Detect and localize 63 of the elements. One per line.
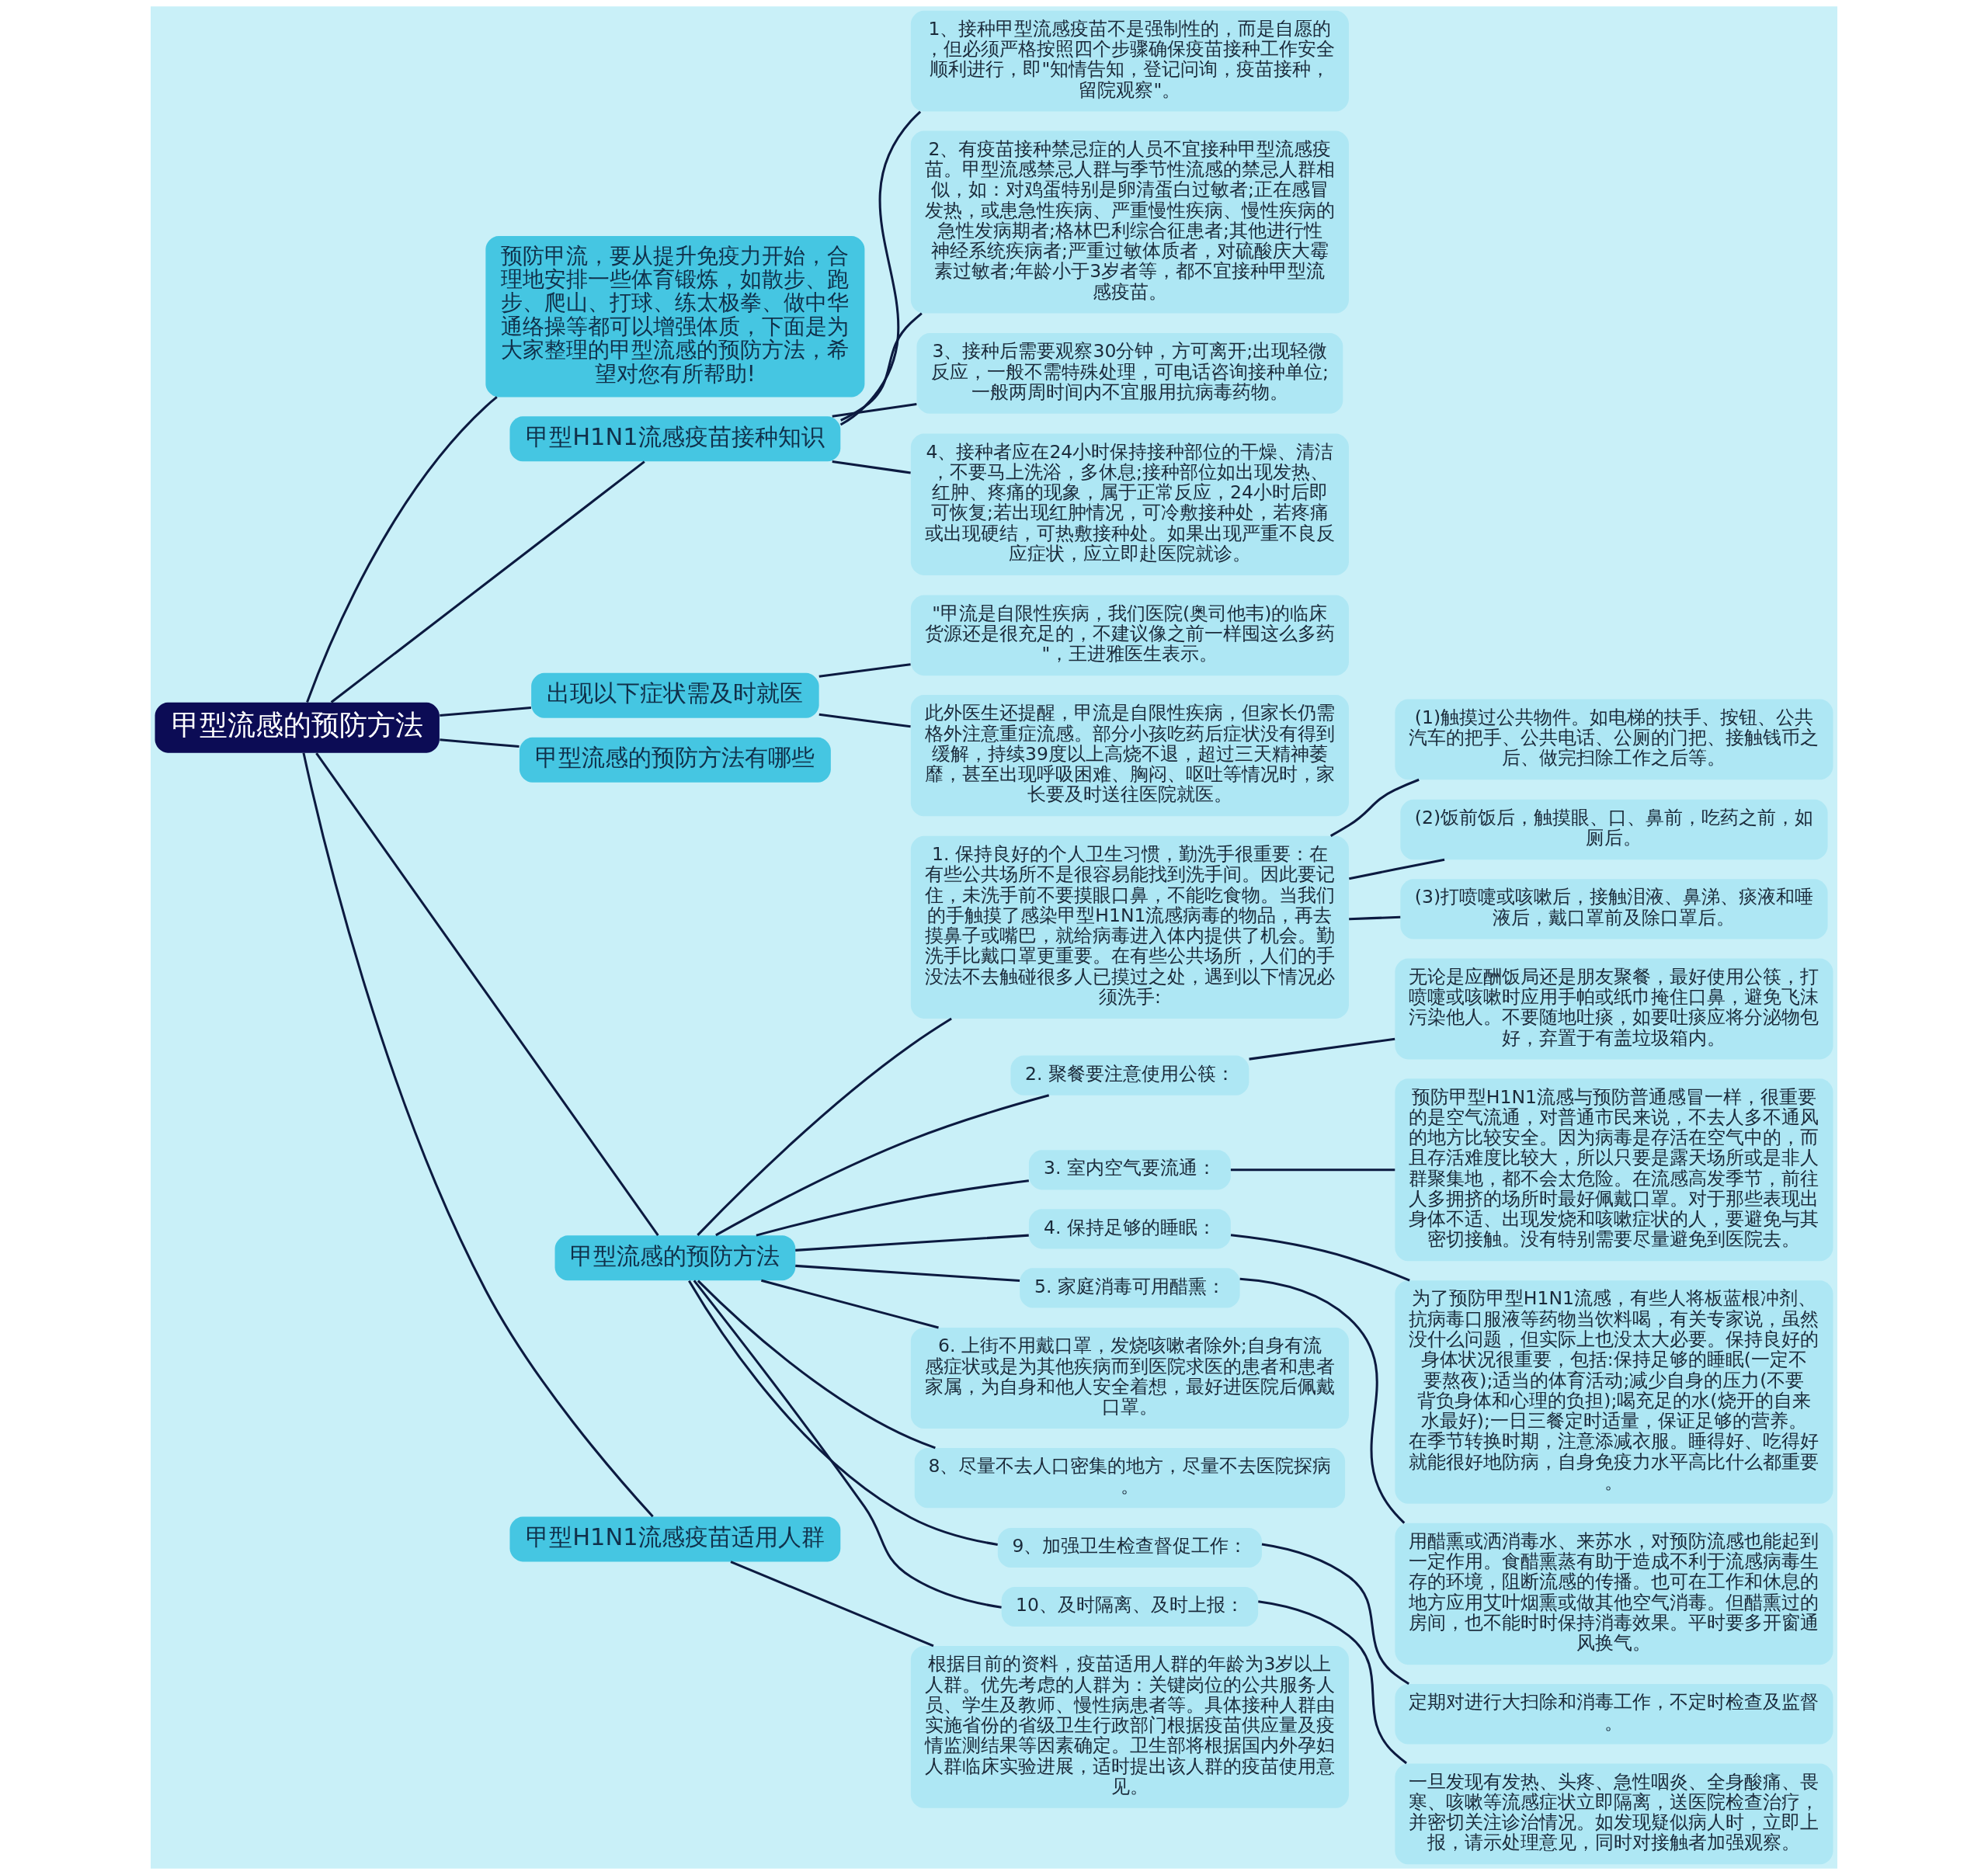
node-box: 3、接种后需要观察30分钟，方可离开;出现轻微反应，一般不需特殊处理，可电话咨询接种单位;一般两周时间内不宜服用抗病毒药物。 [916, 333, 1343, 414]
connector [760, 1279, 939, 1329]
connector [730, 1561, 934, 1648]
connector [440, 707, 532, 717]
node-box: 2、有疫苗接种禁忌症的人员不宜接种甲型流感疫苗。甲型流感禁忌人群与季节性流感的禁忌人群相似，如：对鸡蛋特别是卵清蛋白过敏者;正在感冒发热，或患急性疾病、严重慢性疾病、慢性疾病的急性发病期者;格林巴利综合征患者;其他进行性神经系统疾病者;严重过敏体质者，对硫酸庆大霉素过敏者;年龄小于3岁者等，都不宜接种甲型流感疫苗。 [910, 130, 1349, 314]
node-box: "甲流是自限性疾病，我们医院(奥司他韦)的临床货源还是很充足的，不建议像之前一样囤这么多药"，王进雅医生表示。 [910, 595, 1349, 676]
node-box: 甲型流感的预防方法 [554, 1235, 796, 1281]
connector [715, 1094, 1050, 1237]
connector [756, 1179, 1029, 1237]
connector [688, 1280, 998, 1546]
connector [1349, 915, 1401, 921]
node-box: (1)触摸过公共物件。如电梯的扶手、按钮、公共汽车的把手、公共电话、公厕的门把、接触钱币之后、做完扫除工作之后等。 [1395, 699, 1833, 780]
node-box: 定期对进行大扫除和消毒工作，不定时检查及监督。 [1395, 1684, 1833, 1745]
connector [1261, 1543, 1409, 1686]
connector [832, 460, 911, 474]
node-box: 3. 室内空气要流通： [1028, 1150, 1231, 1190]
connector [1329, 778, 1420, 837]
node-box: 出现以下症状需及时就医 [531, 672, 819, 718]
node-box: 1. 保持良好的个人卫生习惯，勤洗手很重要：在有些公共场所不是很容易能找到洗手间。因此要记住，未洗手前不要摸眼口鼻，不能吃食物。当我们的手触摸了感染甲型H1N1流感病毒的物品，再去摸鼻子或嘴巴，就给病毒进入体内提供了机会。勤洗手比戴口罩更重要。在有些公共场所，人们的手没法不去触碰很多人已摸过之处，遇到以下情况必须洗手: [910, 835, 1349, 1019]
node-box: 甲型H1N1流感疫苗适用人群 [509, 1516, 841, 1562]
node-box: 5. 家庭消毒可用醋熏： [1020, 1268, 1240, 1308]
connector [1239, 1277, 1406, 1524]
node-box: 甲型流感的预防方法有哪些 [519, 737, 831, 783]
connector [1258, 1600, 1407, 1765]
node-box: 预防甲流，要从提升免疫力开始，合理地安排一些体育锻炼，如散步、跑步、爬山、打球、练太极拳、做中华通络操等都可以增强体质，下面是为大家整理的甲型流感的预防方法，希望对您有所帮助! [485, 236, 865, 398]
node-box: 10、及时隔离、及时上报： [1001, 1586, 1259, 1627]
node-box: (3)打喷嚏或咳嗽后，接触泪液、鼻涕、痰液和唾液后，戴口罩前及除口罩后。 [1400, 879, 1828, 939]
node-box: 预防甲型H1N1流感与预防普通感冒一样，很重要的是空气流通，对普通市民来说，不去人多不通风的地方比较安全。因为病毒是存活在空气中的，而且存活难度比较大，所以只要是露天场所或是非人群聚集地，都不会太危险。在流感高发季节，前往人多拥挤的场所时最好佩戴口罩。对于那些表现出身体不适、出现发烧和咳嗽症状的人，要避免与其密切接触。没有特别需要尽量避免到医院去。 [1395, 1078, 1833, 1262]
node-box: 4. 保持足够的睡眠： [1028, 1209, 1231, 1249]
node-box: 2. 聚餐要注意使用公筷： [1010, 1055, 1249, 1095]
connector [1348, 858, 1445, 880]
node-box: (2)饭前饭后，触摸眼、口、鼻前，吃药之前，如厕后。 [1400, 799, 1828, 860]
node-box: 8、尽量不去人口密集的地方，尽量不去医院探病。 [914, 1447, 1346, 1509]
node-box: 甲型H1N1流感疫苗接种知识 [509, 416, 841, 462]
connector [1249, 1037, 1395, 1061]
connector [795, 1234, 1029, 1252]
connector [693, 1280, 1002, 1609]
connector [840, 312, 923, 422]
node-box: 此外医生还提醒，甲流是自限性疾病，但家长仍需格外注意重症流感。部分小孩吃药后症状没有得到缓解，持续39度以上高烧不退，超过三天精神萎靡，甚至出现呼吸困难、胸闷、呕吐等情况时，家长要及时送往医院就医。 [910, 695, 1349, 817]
node-box: 为了预防甲型H1N1流感，有些人将板蓝根冲剂、抗病毒口服液等药物当饮料喝，有关专家说，虽然没什么问题，但实际上也没太大必要。保持良好的身体状况很重要，包括:保持足够的睡眠(一定不要熬夜);适当的体育活动;减少自身的压力(不要背负身体和心理的负担);喝充足的水(烧开的自来水最好);一日三餐定时适量，保证足够的营养。在季节转换时期，注意添减衣服。睡得好、吃得好就能很好地防病，自身免疫力水平高比什么都重要。 [1395, 1280, 1833, 1504]
connector [795, 1264, 1020, 1283]
connector [839, 110, 922, 426]
connector [697, 1017, 952, 1236]
node-box: 无论是应酬饭局还是朋友聚餐，最好使用公筷，打喷嚏或咳嗽时应用手帕或纸巾掩住口鼻，避免飞沫污染他人。不要随地吐痰，如要吐痰应将分泌物包好，弃置于有盖垃圾箱内。 [1395, 958, 1833, 1060]
connector [832, 403, 917, 418]
node-box: 9、加强卫生检查督促工作： [997, 1527, 1262, 1568]
node-box: 甲型流感的预防方法 [155, 702, 440, 753]
connector [818, 713, 911, 728]
connector [330, 460, 645, 703]
connector [302, 752, 654, 1518]
node-box: 4、接种者应在24小时保持接种部位的干燥、清洁，不要马上洗浴，多休息;接种部位如出现发热、红肿、疼痛的现象，属于正常反应，24小时后即可恢复;若出现红肿情况，可冷敷接种处，若疼痛或出现硬结，可热敷接种处。如果出现严重不良反应症状，应立即赴医院就诊。 [910, 433, 1349, 575]
connector [1230, 1234, 1410, 1282]
connector [818, 663, 911, 678]
connector [315, 752, 659, 1236]
connector [306, 396, 498, 703]
node-box: 一旦发现有发热、头疼、急性咽炎、全身酸痛、畏寒、咳嗽等流感症状立即隔离，送医院检查治疗，并密切关注诊治情况。如发现疑似病人时，立即上报，请示处理意见，同时对接触者加强观察。 [1395, 1763, 1833, 1865]
node-box: 6. 上街不用戴口罩，发烧咳嗽者除外;自身有流感症状或是为其他疾病而到医院求医的患者和患者家属，为自身和他人安全着想，最好进医院后佩戴口罩。 [910, 1328, 1349, 1429]
node-box: 用醋熏或洒消毒水、来苏水，对预防流感也能起到一定作用。食醋熏蒸有助于造成不利于流感病毒生存的环境，阻断流感的传播。也可在工作和休息的地方应用艾叶烟熏或做其他空气消毒。但醋熏过的房间，也不能时时保持消毒效果。平时要多开窗通风换气。 [1395, 1523, 1833, 1665]
node-box: 根据目前的资料，疫苗适用人群的年龄为3岁以上人群。优先考虑的人群为：关键岗位的公共服务人员、学生及教师、慢性病患者等。具体接种人群由实施省份的省级卫生行政部门根据疫苗供应量及疫情监测结果等因素确定。卫生部将根据国内外孕妇人群临床实验进展，适时提出该人群的疫苗使用意见。 [910, 1646, 1349, 1808]
connector [1230, 1168, 1395, 1172]
connector [440, 738, 520, 748]
connector [697, 1280, 936, 1450]
node-box: 1、接种甲型流感疫苗不是强制性的，而是自愿的，但必须严格按照四个步骤确保疫苗接种工作安全顺利进行，即"知情告知，登记问询，疫苗接种，留院观察"。 [910, 10, 1349, 112]
